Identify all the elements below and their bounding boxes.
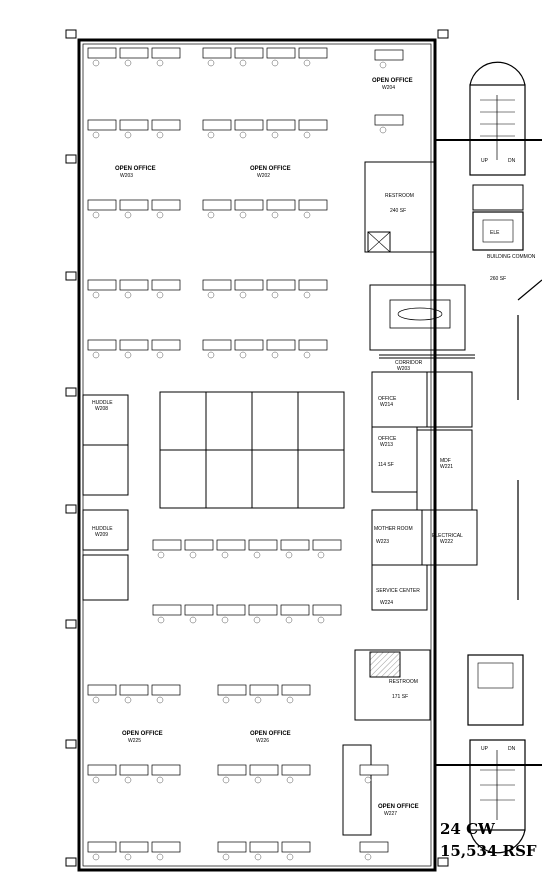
- room-code: W221: [440, 464, 453, 470]
- wing-code: W227: [384, 811, 397, 817]
- wing-title: OPEN OFFICE: [250, 166, 291, 172]
- stair-up-label: UP: [481, 158, 489, 164]
- rsf-total: 15,534 RSF: [440, 842, 537, 860]
- wing-code: W202: [257, 173, 270, 179]
- stair-dn-label: DN: [508, 746, 516, 752]
- area-code: 24 CW: [440, 820, 495, 838]
- room-name: ELECTRICAL: [432, 533, 463, 539]
- wing-title: OPEN OFFICE: [122, 731, 163, 737]
- core-labels: BUILDING COMMON 260 SF UP DN UP DN ELE: [481, 158, 536, 752]
- room-code: W208: [95, 406, 108, 412]
- east-wing-edge: [435, 139, 542, 766]
- wing-code: W204: [382, 85, 395, 91]
- room-code: W214: [380, 402, 393, 408]
- conference-table: [389, 299, 451, 329]
- room-name: HUDDLE: [92, 526, 113, 532]
- wing-code: W203: [120, 173, 133, 179]
- room-name: HUDDLE: [92, 400, 113, 406]
- wing-title: OPEN OFFICE: [115, 166, 156, 172]
- room-name: MOTHER ROOM: [374, 526, 413, 532]
- room-area: 114 SF: [378, 462, 394, 468]
- wing-title: OPEN OFFICE: [250, 731, 291, 737]
- area-summary: 24 CW 15,534 RSF: [440, 818, 540, 862]
- room-name: CORRIDOR: [395, 360, 423, 366]
- private-offices: [159, 391, 345, 509]
- room-name: OFFICE: [378, 436, 397, 442]
- room-area: 240 SF: [390, 208, 406, 214]
- elevator-label: ELE: [490, 230, 500, 236]
- room-name: MDF: [440, 458, 451, 464]
- stair-up-label: UP: [481, 746, 489, 752]
- room-name: RESTROOM: [389, 679, 418, 685]
- room-code: W213: [380, 442, 393, 448]
- room-name: OFFICE: [378, 396, 397, 402]
- stair-core-north: [469, 61, 526, 251]
- huddle-rooms: [82, 394, 129, 601]
- room-name: SERVICE CENTER: [376, 588, 420, 594]
- wing-title: OPEN OFFICE: [378, 804, 419, 810]
- room-labels: RESTROOM 240 SF RESTROOM 171 SF CORRIDOR…: [92, 193, 463, 700]
- wing-code: W226: [256, 738, 269, 744]
- room-code: W224: [380, 600, 393, 606]
- wing-code: W225: [128, 738, 141, 744]
- stair-core-south: [467, 654, 526, 854]
- stair-dn-label: DN: [508, 158, 516, 164]
- room-code: W222: [440, 539, 453, 545]
- core-walls: [342, 161, 478, 836]
- room-code: W203: [397, 366, 410, 372]
- room-name: RESTROOM: [385, 193, 414, 199]
- building-common-label: BUILDING COMMON: [487, 254, 536, 260]
- building-common-area: 260 SF: [490, 276, 506, 282]
- room-area: 171 SF: [392, 694, 408, 700]
- wing-labels: OPEN OFFICE W203 OPEN OFFICE W202 OPEN O…: [115, 78, 419, 817]
- wing-title: OPEN OFFICE: [372, 78, 413, 84]
- room-code: W209: [95, 532, 108, 538]
- room-code: W223: [376, 539, 389, 545]
